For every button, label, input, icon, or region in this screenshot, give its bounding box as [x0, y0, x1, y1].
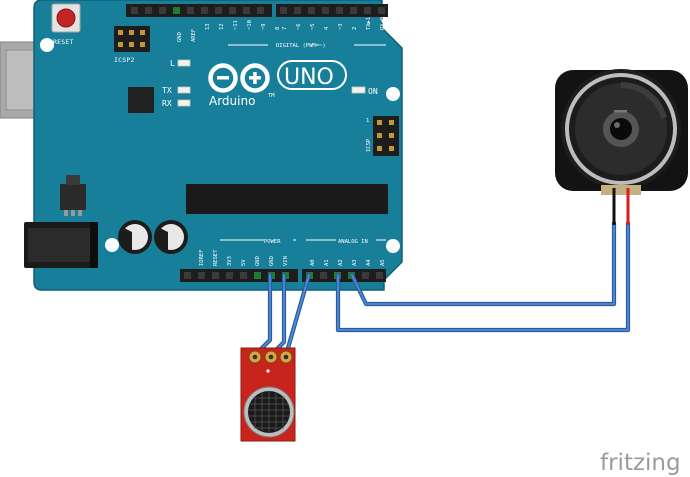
led-tx: [177, 86, 191, 94]
voltage-regulator: [60, 175, 86, 216]
analog-pin-label-0: A0: [310, 259, 316, 266]
digital-pin-label-right-1: ~6: [296, 23, 302, 30]
uno-logo-frame: [277, 60, 347, 90]
on-label: ON: [368, 87, 378, 96]
analog-pin-label-2: A2: [338, 259, 344, 266]
arduino-logo: [208, 63, 270, 93]
usb-controller-chip: [128, 87, 154, 113]
digital-pin-label-right-3: 4: [324, 26, 330, 30]
icsp-pin1-marker: 1: [366, 118, 369, 124]
analog-header: [302, 269, 386, 282]
digital-pin-label-right-4: ~3: [338, 23, 344, 30]
digital-pin-label-left-2: ~11: [233, 20, 239, 30]
reset-button[interactable]: [51, 3, 81, 33]
power-pin-label-2: 3V3: [227, 256, 233, 266]
analog-pin-label-4: A4: [366, 259, 372, 266]
analog-pin-label-5: A5: [380, 259, 386, 266]
analog-pin-labels: A0 A1 A2 A3 A4 A5: [310, 259, 386, 266]
analog-in-label: ANALOG IN: [338, 239, 368, 245]
arduino-uno-board: RESET ICSP2 AREF GND 13: [0, 0, 403, 291]
icsp2-header: [114, 26, 150, 52]
digital-pin-label-right-5: 2: [352, 27, 358, 30]
arduino-brand-text: Arduino: [209, 94, 255, 108]
rx-label: RX: [162, 99, 172, 108]
digital-pin-label-left-4: ~9: [261, 23, 267, 30]
capacitor: [118, 220, 152, 254]
digital-header-left-pins: [131, 7, 264, 14]
digital-pin-label-right-0: 7: [282, 27, 288, 30]
power-pin-label-0: IOREF: [199, 249, 205, 266]
digital-pin-label-right-7: RX◀0: [380, 17, 386, 30]
power-pin-label-1: RESET: [213, 249, 219, 266]
trademark-mark: TM: [268, 93, 275, 99]
reset-label: RESET: [53, 38, 74, 46]
fritzing-watermark: fritzing: [600, 450, 681, 476]
microphone-module: [240, 347, 296, 442]
power-pin-label-4: GND: [255, 256, 261, 266]
icsp-label: ICSP: [366, 138, 372, 152]
speaker: [555, 69, 688, 225]
dc-power-jack: [24, 222, 98, 268]
board-pcb: [33, 0, 403, 291]
led-on: [351, 86, 366, 94]
icsp2-label: ICSP2: [114, 56, 135, 64]
led-l-label: L: [170, 59, 175, 68]
led-rx: [177, 99, 191, 107]
digital-pin-label-left-3: ~10: [247, 20, 253, 30]
power-header: [180, 269, 298, 282]
mounting-hole: [386, 87, 400, 101]
digital-pin-label-left-5: 8: [275, 27, 281, 30]
digital-pin-label-left-0: 13: [205, 23, 211, 30]
mounting-hole: [40, 38, 54, 52]
power-label: POWER: [264, 239, 281, 245]
digital-pin-label-left-1: 12: [219, 23, 225, 30]
led-l: [177, 59, 191, 67]
mounting-hole: [386, 239, 400, 253]
pin-label-aref: AREF: [191, 29, 197, 42]
digital-pin-label-right-6: TX▶1: [366, 17, 372, 30]
icsp-header: [373, 116, 399, 156]
mounting-hole: [105, 238, 119, 252]
pin-label-gnd: GND: [177, 32, 183, 42]
tx-label: TX: [162, 86, 172, 95]
digital-pin-label-right-2: ~5: [310, 23, 316, 30]
digital-header-left: [126, 4, 272, 17]
power-pin-label-3: 5V: [241, 259, 247, 266]
analog-pin-label-1: A1: [324, 259, 330, 266]
wires: [252, 220, 631, 358]
digital-header-right: [276, 4, 388, 17]
power-pin-label-6: VIN: [283, 256, 289, 266]
digital-pin-labels-right: 7 ~6 ~5 4 ~3 2 TX▶1 RX◀0: [282, 17, 386, 30]
power-pin-label-5: GND: [269, 256, 275, 266]
uno-logo-text: UNO: [284, 65, 334, 90]
capacitor: [154, 220, 188, 254]
analog-pin-label-3: A3: [352, 259, 358, 266]
atmega-chip: [186, 184, 388, 214]
digital-pin-labels-left: 13 12 ~11 ~10 ~9 8: [205, 20, 281, 30]
digital-pwm-label: DIGITAL (PWM=~): [276, 43, 326, 49]
microphone-capsule: [243, 386, 295, 438]
power-pin-labels: IOREF RESET 3V3 5V GND GND VIN: [199, 249, 289, 266]
